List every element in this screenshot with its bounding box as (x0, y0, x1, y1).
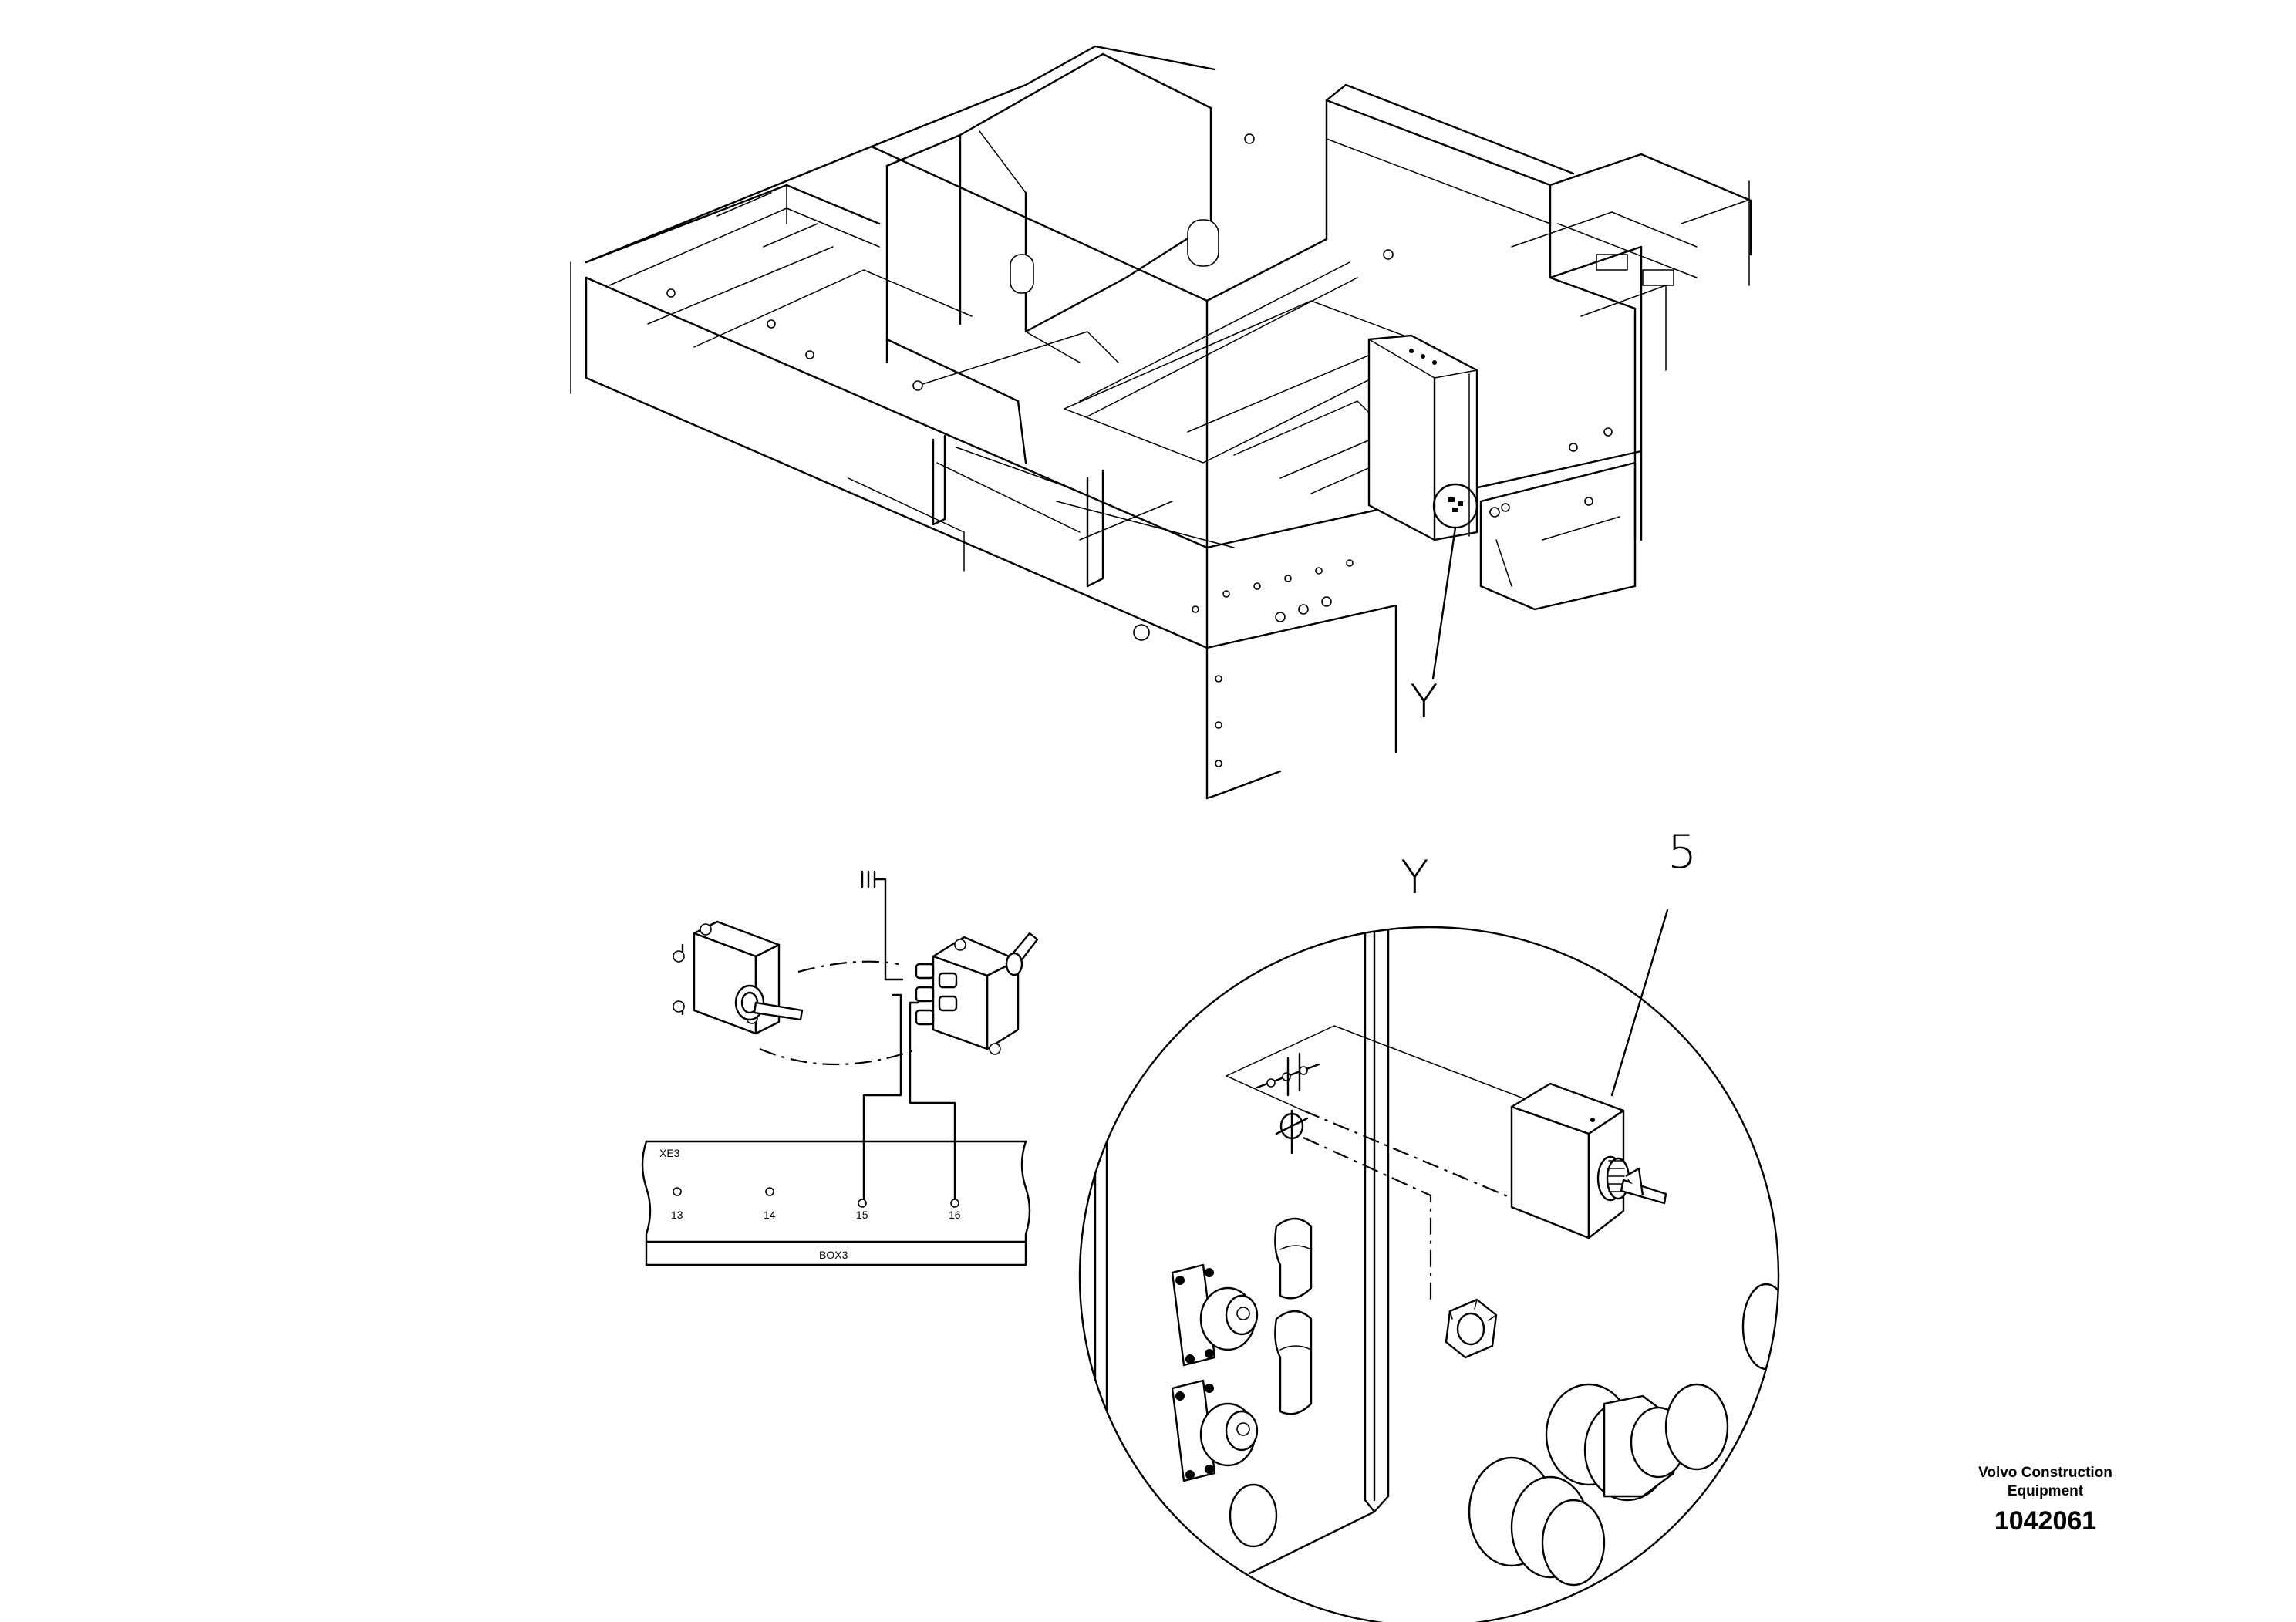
terminal-14-pin (765, 1187, 774, 1196)
brand-line-1: Volvo Construction (1978, 1465, 2112, 1481)
hex-nut (1445, 1298, 1498, 1359)
detail-y-view (1078, 909, 1780, 1622)
panel-connector-lower (1171, 1379, 1259, 1482)
brand-line-2: Equipment (2007, 1483, 2084, 1499)
connector-label: XE3 (659, 1147, 680, 1159)
switch-cabinet (1367, 334, 1478, 541)
toggle-switch-right (915, 932, 1039, 1055)
wiring-schematic: XE3 13 14 15 16 BOX3 (641, 870, 1039, 1266)
toggle-switch-left (673, 920, 804, 1035)
terminal-13-pin (673, 1187, 682, 1196)
toggle-switch-part-5 (1510, 1082, 1667, 1239)
frame-holes (666, 133, 1613, 767)
box-label: BOX3 (819, 1249, 848, 1261)
terminal-16-pin (950, 1199, 959, 1208)
terminal-13-label: 13 (671, 1209, 683, 1221)
detail-y-title: Y (1401, 851, 1429, 905)
terminal-14-label: 14 (764, 1209, 776, 1221)
terminal-16-label: 16 (949, 1209, 961, 1221)
frame-assembly (570, 45, 1752, 800)
lock-washer (1256, 1052, 1320, 1155)
detail-circle (1078, 926, 1780, 1622)
cable-clamp-upper (1274, 1217, 1313, 1300)
part-5-callout: 5 (1667, 825, 1697, 879)
cable-clamp-lower (1274, 1310, 1313, 1415)
terminal-15-label: 15 (856, 1209, 868, 1221)
terminal-15-pin (858, 1199, 867, 1208)
hydraulic-fittings (1468, 1283, 1778, 1587)
drawing-number: 1042061 (1994, 1506, 2097, 1536)
panel-connector-upper (1171, 1263, 1259, 1367)
detail-y-callout: Y (1410, 675, 1438, 729)
